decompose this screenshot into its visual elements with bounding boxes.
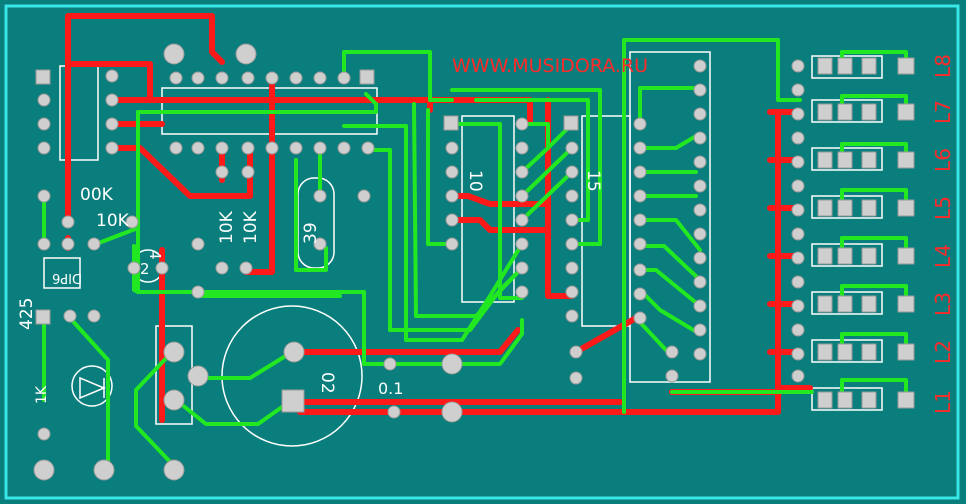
led-outline (71, 365, 113, 407)
resistor-label-10k-b: 10K (217, 210, 237, 244)
ic-label-15: 15 (583, 170, 603, 192)
resistor-label-100k: 00K (80, 185, 114, 205)
output-label-l3: L3 (931, 292, 955, 316)
output-label-l6: L6 (931, 148, 955, 172)
label-02: 02 (317, 372, 337, 394)
resistor-label-10k-a: 10K (96, 211, 130, 231)
output-resistor-outlines (811, 55, 883, 411)
output-label-l7: L7 (931, 100, 955, 124)
url-label: WWW.MUSIDORA.RU (452, 55, 648, 77)
resistor-label-10k-c: 10K (241, 210, 261, 244)
output-labels: L8 L7 L6 L5 L4 L3 L2 L1 (931, 54, 955, 414)
label-dip6: DIP6 (52, 270, 82, 285)
output-label-l5: L5 (931, 196, 955, 220)
label-1k: 1K (34, 385, 50, 404)
label-2: 2 (140, 260, 150, 278)
pads-layer (33, 43, 915, 481)
ic-label-10: 10 (465, 170, 485, 192)
output-label-l4: L4 (931, 244, 955, 268)
opto-outline (43, 257, 81, 289)
silk-text: 00K 10K 10K 10K 10 15 425 1K 39 0.1 02 4… (17, 170, 603, 404)
label-39: 39 (301, 222, 321, 244)
led-icon (79, 376, 106, 400)
output-label-l8: L8 (931, 54, 955, 78)
bottom-copper-layer (42, 38, 908, 470)
output-pads (791, 57, 915, 409)
label-4: 4 (146, 250, 164, 260)
label-425: 425 (17, 298, 37, 330)
label-0-1: 0.1 (378, 379, 403, 398)
output-label-l2: L2 (931, 340, 955, 364)
board-outline (4, 4, 960, 500)
output-label-l1: L1 (931, 390, 955, 414)
